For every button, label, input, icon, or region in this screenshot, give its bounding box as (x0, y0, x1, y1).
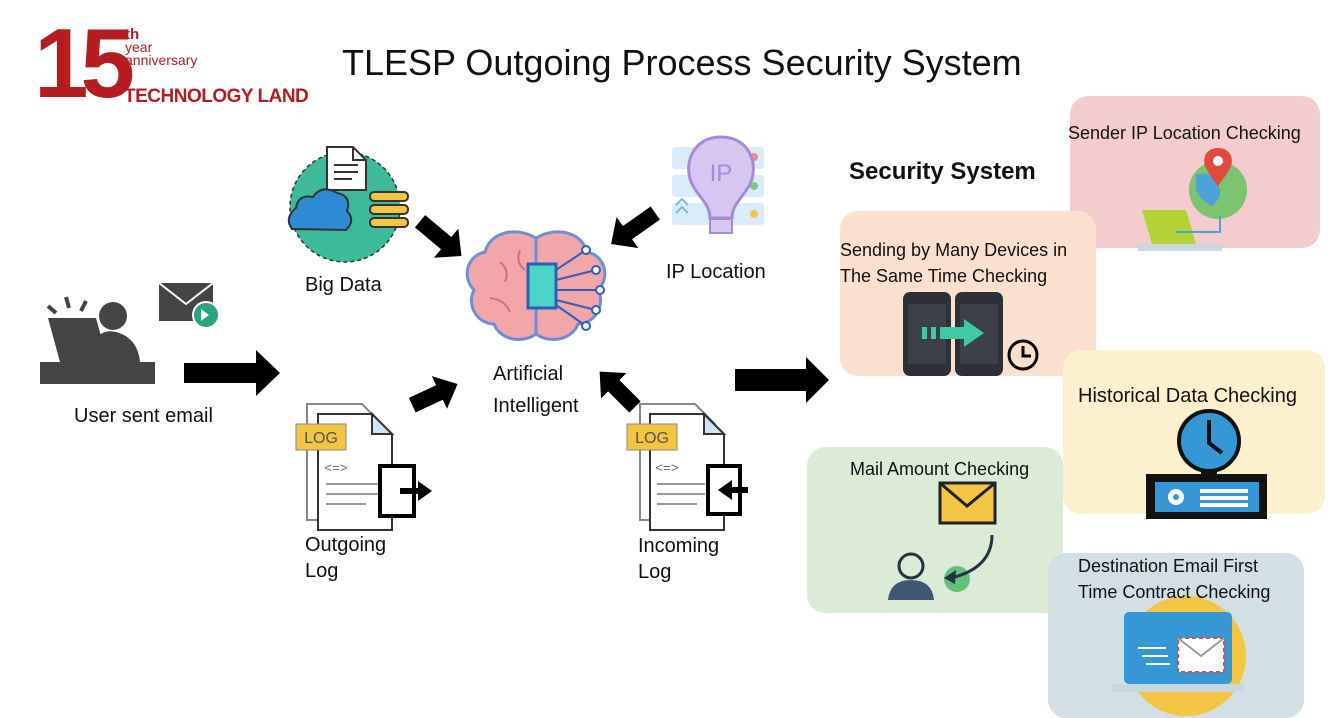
user-label: User sent email (74, 405, 213, 427)
destination-title-line2: Time Contract Checking (1078, 582, 1271, 602)
mail-amount-title: Mail Amount Checking (850, 459, 1030, 479)
user-laptop-icon (40, 296, 155, 384)
arrow-bigdata-to-ai (414, 215, 462, 258)
page-title: TLESP Outgoing Process Security System (342, 42, 1022, 83)
svg-text:<=>: <=> (655, 461, 679, 476)
arrow-incoming-to-ai (599, 371, 641, 413)
arrow-ai-to-security (735, 357, 829, 403)
big-data-label: Big Data (305, 274, 382, 296)
sender-ip-location-icon (1138, 148, 1247, 251)
outgoing-label-line1: Outgoing (305, 534, 387, 556)
big-data-icon (287, 146, 409, 263)
ip-tag: IP (710, 160, 733, 187)
arrow-ip-to-ai (611, 206, 660, 249)
devices-title-line1: Sending by Many Devices in (840, 240, 1068, 260)
arrow-outgoing-to-ai (408, 376, 458, 413)
logo-anniversary: anniversary (125, 52, 198, 68)
ip-location-icon: IP (672, 135, 764, 234)
logo-superscript: th (125, 26, 140, 43)
historical-title: Historical Data Checking (1078, 385, 1297, 407)
sender-ip-box (1070, 96, 1320, 248)
svg-text:<=>: <=> (324, 461, 348, 476)
historical-data-icon (1146, 409, 1267, 519)
logo-number: 15 (34, 8, 135, 118)
ai-label-line1: Artificial (493, 363, 564, 385)
destination-title-line1: Destination Email First (1078, 556, 1259, 576)
incoming-label-line1: Incoming (638, 535, 720, 557)
security-system-heading: Security System (849, 158, 1036, 185)
incoming-log-icon: LOG <=> (626, 403, 748, 531)
destination-email-icon (1112, 596, 1246, 716)
arrow-user-to-process (184, 350, 280, 396)
outgoing-label-line2: Log (305, 560, 339, 582)
log-tag: LOG (304, 430, 338, 447)
ai-label-line2: Intelligent (493, 395, 579, 417)
log-tag-incoming: LOG (635, 430, 669, 447)
logo-year: year (125, 39, 153, 55)
logo-brand: TECHNOLOGY LAND (124, 86, 309, 107)
mail-amount-box (807, 447, 1063, 613)
mail-amount-icon (888, 481, 997, 600)
ip-location-label: IP Location (666, 261, 766, 283)
sender-ip-title: Sender IP Location Checking (1068, 123, 1301, 143)
multi-device-icon (903, 292, 1039, 376)
incoming-label-line2: Log (638, 561, 672, 583)
email-send-icon (158, 282, 220, 329)
outgoing-log-icon: LOG <=> (295, 403, 432, 531)
ai-brain-icon (465, 230, 607, 341)
devices-title-line2: The Same Time Checking (840, 266, 1048, 286)
